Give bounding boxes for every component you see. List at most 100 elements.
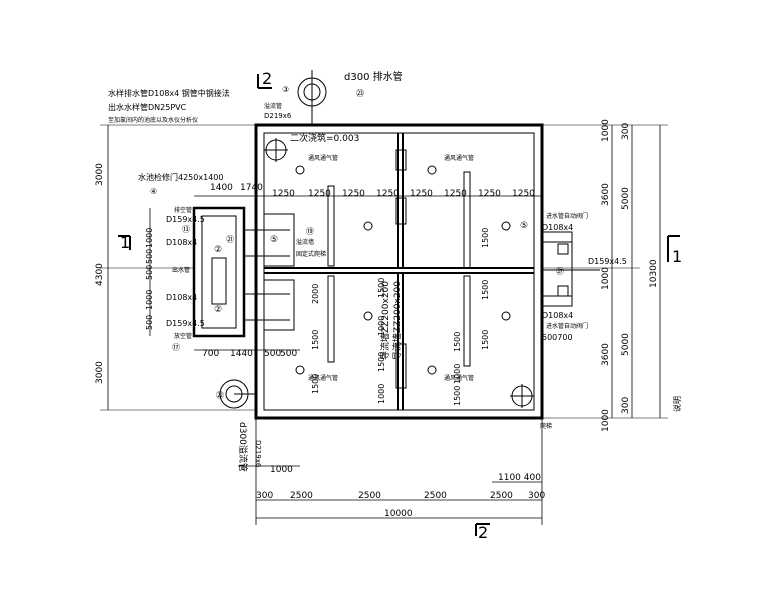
pipe-d300-top-label: d300 排水管 xyxy=(344,70,403,83)
callout-22: ㉒ xyxy=(216,391,224,400)
callout-19: ⑲ xyxy=(306,227,314,236)
dim-right-inner-3: 5000 xyxy=(621,333,631,356)
dim-top-row-4: 1250 xyxy=(376,189,399,199)
callout-3: ③ xyxy=(282,85,289,94)
right-d108-bot-label: D108x4 xyxy=(542,311,573,320)
overflow-pipe-top-label: 溢流管 xyxy=(264,102,282,110)
dim-left-stack-3: 3000 xyxy=(95,361,105,384)
dim-top-row-8: 1250 xyxy=(512,189,535,199)
dim-interior-mid-2: 1000 xyxy=(377,316,386,336)
right-small-dim: 500700 xyxy=(542,333,573,342)
dim-interior-left-1: 2000 xyxy=(311,284,320,304)
right-d159-label: D159x4.5 xyxy=(588,257,627,266)
left-sump xyxy=(192,206,290,338)
callout-21: ㉑ xyxy=(226,235,234,244)
dim-bottom-row-6: 300 xyxy=(528,491,545,501)
dim-sump-top-2: 1740 xyxy=(240,183,263,193)
dim-interior-left-2: 1500 xyxy=(311,330,320,350)
dim-bottom-row-3: 2500 xyxy=(358,491,381,501)
ladder-bottom-label: 爬梯 xyxy=(540,422,552,430)
dim-right-outer-3: 1000 xyxy=(601,267,611,290)
sump-size-label: 水池检修门4250x1400 xyxy=(138,172,223,182)
inspection-label-1: 导流墙ZZ200x200 xyxy=(379,281,391,360)
dim-left-inner-1: 1000 xyxy=(145,228,154,248)
dim-bottom-row-2: 2500 xyxy=(290,491,313,501)
dim-left-inner-4: 1000 xyxy=(145,290,154,310)
callout-27: ㉗ xyxy=(556,267,564,276)
dim-top-row-5: 1250 xyxy=(410,189,433,199)
pipe-d219-bot-label: D219x6 xyxy=(254,440,262,468)
dim-sump-top-1: 1400 xyxy=(210,183,233,193)
right-pipes xyxy=(541,231,600,307)
dim-interior-right2-2: 1000 xyxy=(453,364,462,384)
dim-left-inner-3: 500 xyxy=(145,265,154,280)
explain-label: 说明 xyxy=(672,396,682,412)
pipe-d219-top-label: D219x6 xyxy=(264,112,292,120)
note-top-line3: 至加氯间内的池底以及水仪分析仪 xyxy=(108,116,198,124)
callout-2b: ② xyxy=(214,305,222,315)
vent-pipe-label-1: 通风通气管 xyxy=(308,154,338,162)
callout-4: ④ xyxy=(150,187,157,196)
dim-interior-right-3: 1500 xyxy=(481,330,490,350)
dim-left-inner-5: 500 xyxy=(145,315,154,330)
right-note-top: 进水管自动阀门 xyxy=(546,212,588,220)
vent-pipe-label-2: 通风通气管 xyxy=(444,154,474,162)
dim-bottom-row-1: 300 xyxy=(256,491,273,501)
section-mark-top: 2 xyxy=(262,69,272,88)
dim-right-outer-5: 1000 xyxy=(601,409,611,432)
dim-sump-bottom-1: 700 xyxy=(202,349,219,359)
dim-interior-left-3: 1500 xyxy=(311,374,320,394)
section-mark-left: 1 xyxy=(120,233,130,252)
pipe-d159-bot-label: D159x4.5 xyxy=(166,319,205,328)
callout-5a: ⑤ xyxy=(270,235,278,245)
dim-sump-bottom-2: 1440 xyxy=(230,349,253,359)
dim-total-height: 10300 xyxy=(649,259,659,288)
elevation-label: 二次浇筑=0.003 xyxy=(290,132,359,144)
dim-left-inner-2: 500 xyxy=(145,249,154,264)
callout-13: ⑬ xyxy=(182,225,190,234)
right-note-bot: 进水管自动阀门 xyxy=(546,322,588,330)
dim-top-row-1: 1250 xyxy=(272,189,295,199)
fixed-ladder-label: 固定式爬梯 xyxy=(296,250,326,258)
right-d108-top-label: D108x4 xyxy=(542,223,573,232)
dim-bottom-small-1: 1000 xyxy=(270,465,293,475)
dim-interior-mid-4: 1000 xyxy=(377,384,386,404)
dim-right-outer-2: 3600 xyxy=(601,183,611,206)
callout-5b: ⑤ xyxy=(520,221,528,231)
pipe-d159-top-label: D159x4.5 xyxy=(166,215,205,224)
dim-right-outer-4: 3600 xyxy=(601,343,611,366)
section-cut-markers xyxy=(118,74,680,536)
dim-sump-bottom-3: 500 xyxy=(264,349,281,359)
note-top-line2: 出水水样管DN25PVC xyxy=(108,102,187,112)
dim-sump-bottom-4: 500 xyxy=(280,349,297,359)
dim-bottom-row-4: 2500 xyxy=(424,491,447,501)
drain-pipe-left-label: 排空管 xyxy=(174,206,192,214)
pipe-d108-bot-label: D108x4 xyxy=(166,293,197,302)
vent-pipe-label-4: 通风通气管 xyxy=(444,374,474,382)
dim-bottom-right-small: 1100 400 xyxy=(498,473,541,483)
dim-right-inner-2: 5000 xyxy=(621,187,631,210)
callout-17: ⑰ xyxy=(172,343,180,352)
outlet-pipe-label: 出水管 xyxy=(172,266,190,274)
dim-left-stack-2: 4300 xyxy=(95,263,105,286)
tank-outline xyxy=(254,123,544,420)
dim-top-row-3: 1250 xyxy=(342,189,365,199)
dim-interior-mid-1: 1500 xyxy=(377,278,386,298)
vent-pipe-label-3: 通风通气管 xyxy=(308,374,338,382)
inspection-label-2: 导流墙ZZ200x200 xyxy=(391,281,403,360)
dim-right-outer-1: 1000 xyxy=(601,119,611,142)
dim-top-row-7: 1250 xyxy=(478,189,501,199)
dim-interior-right2-1: 1500 xyxy=(453,332,462,352)
note-top-line1: 水样排水管D108x4 钢管中钢接法 xyxy=(108,88,230,98)
pipe-d108-top-label: D108x4 xyxy=(166,238,197,247)
drain-pipe-left2-label: 放空管 xyxy=(174,332,192,340)
dim-left-stack-1: 3000 xyxy=(95,163,105,186)
overflow-wall-label: 溢流墙 xyxy=(296,238,314,246)
dim-top-row-6: 1250 xyxy=(444,189,467,199)
section-mark-bottom: 2 xyxy=(478,523,488,542)
dim-right-inner-4: 300 xyxy=(621,397,631,414)
pipe-d300-bot-label: d300溢流管 xyxy=(237,422,249,472)
dim-interior-right-2: 1500 xyxy=(481,280,490,300)
dimension-lines xyxy=(100,124,668,525)
